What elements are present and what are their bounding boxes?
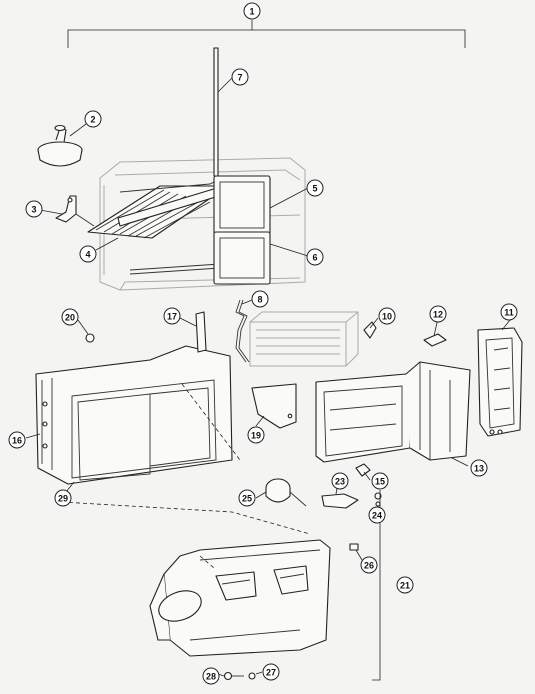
callout-25: 25 [238,489,256,507]
blower-housing [149,539,331,657]
seal-piece [423,333,447,347]
callout-label: 13 [474,464,484,474]
callout-label: 27 [266,668,276,678]
mounting-bracket [195,311,207,353]
vacuum-motor [37,124,83,167]
screw [85,333,95,343]
callout-16: 16 [8,431,26,449]
callout-21: 21 [396,576,414,594]
callout-label: 12 [433,310,443,320]
leader-lines [25,77,511,677]
callout-6: 6 [306,248,324,266]
access-door [477,327,523,437]
callout-label: 3 [31,205,36,215]
callout-label: 1 [249,7,254,17]
callout-15: 15 [371,472,389,490]
callout-28: 28 [202,667,220,685]
callout-4: 4 [79,245,97,263]
heater-core [87,183,233,239]
callout-19: 19 [247,426,265,444]
callout-label: 8 [257,295,262,305]
callout-label: 21 [400,581,410,591]
callout-label: 26 [364,561,374,571]
callout-20: 20 [61,308,79,326]
callout-8: 8 [251,290,269,308]
lower-case [35,345,233,485]
callout-label: 20 [65,313,75,323]
callout-label: 2 [90,115,95,125]
callout-26: 26 [360,556,378,574]
callout-3: 3 [25,200,43,218]
callout-label: 25 [242,494,252,504]
actuator-rod [213,47,219,177]
callout-12: 12 [429,305,447,323]
callout-label: 7 [237,73,242,83]
vacuum-valve [321,492,382,509]
blend-door-upper [213,175,271,235]
plenum-case [315,361,471,463]
callout-7: 7 [231,68,249,86]
callout-27: 27 [262,663,280,681]
callout-1: 1 [243,2,261,20]
callout-10: 10 [378,307,396,325]
bolt [232,672,256,680]
nut [349,543,359,551]
washer [223,671,233,681]
callout-label: 11 [504,308,514,318]
callout-2: 2 [84,110,102,128]
filter-plate [251,383,297,429]
evaporator-core [249,311,359,367]
assembly-bracket [67,20,466,48]
assembly-guides [61,383,381,681]
callout-label: 28 [206,672,216,682]
callout-label: 29 [58,494,68,504]
callout-label: 4 [85,250,90,260]
callout-label: 19 [251,431,261,441]
callout-label: 6 [312,253,317,263]
callout-label: 15 [375,477,385,487]
callout-11: 11 [500,303,518,321]
callout-label: 24 [372,511,382,521]
callout-5: 5 [306,179,324,197]
callout-23: 23 [331,472,349,490]
callout-13: 13 [470,459,488,477]
blend-door-lower [213,231,271,285]
callout-label: 17 [167,312,177,322]
linkage-bracket [55,195,95,227]
retaining-clip [363,321,377,339]
callout-label: 10 [382,312,392,322]
callout-29: 29 [54,489,72,507]
blower-motor [265,478,307,507]
callout-24: 24 [368,506,386,524]
grommet [355,463,371,477]
callout-label: 16 [12,436,22,446]
callout-17: 17 [163,307,181,325]
callout-label: 23 [335,477,345,487]
callout-label: 5 [312,184,317,194]
control-cable [235,299,250,363]
